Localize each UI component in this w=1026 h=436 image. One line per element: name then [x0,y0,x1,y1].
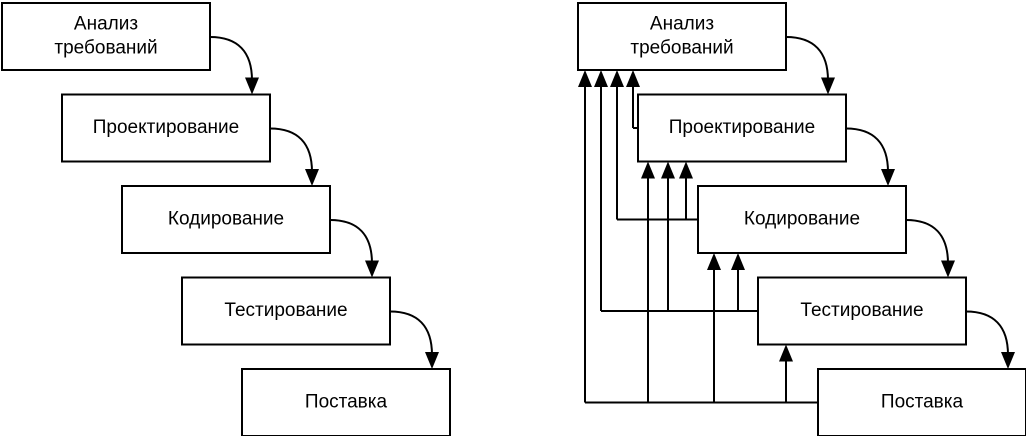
stage-label-analysis: требований [54,38,157,59]
stage-box-delivery [241,368,451,436]
stage-delivery: Поставка [241,368,451,436]
arrowhead-delivery-to-analysis [578,70,592,87]
stage-testing: Тестирование [181,276,391,346]
flow-arrow-testing-to-delivery [965,310,1015,369]
feedback-testing [594,70,758,312]
flow-line-design-to-coding [269,127,313,173]
stage-design: Проектирование [61,93,271,163]
stage-label-testing: Тестирование [800,300,923,321]
stage-box-analysis [1,2,211,71]
flow-arrow-design-to-coding [845,127,895,186]
flow-arrow-coding-to-testing [905,219,955,278]
arrowhead-testing-to-design [661,161,675,179]
stage-testing: Тестирование [757,276,967,346]
stage-box-analysis [577,2,787,71]
stage-label-analysis: требований [630,38,733,59]
stage-box-testing [181,276,391,346]
flow-line-testing-to-delivery [965,310,1009,356]
stage-box-delivery [817,368,1026,436]
flow-line-testing-to-delivery [389,310,433,356]
flow-arrow-analysis-to-design [209,36,259,95]
arrowhead-coding-to-design [679,161,693,179]
arrowhead-delivery-to-design [641,161,655,179]
arrowhead-testing-to-delivery [425,352,439,369]
arrowhead-delivery-to-testing [779,344,793,362]
arrowhead-coding-to-analysis [610,70,624,87]
stage-box-design [637,93,847,163]
feedback-delivery [578,70,818,404]
stage-label-design: Проектирование [669,117,815,138]
stage-label-coding: Кодирование [744,209,860,230]
arrowhead-coding-to-testing [365,260,379,278]
arrowhead-analysis-to-design [821,77,835,95]
waterfall-diagram: Анализ требованийПроектированиеКодировани… [1,2,451,436]
stage-box-coding [697,185,907,254]
stage-label-delivery: Поставка [305,392,388,413]
flow-arrow-testing-to-delivery [389,310,439,369]
waterfall-feedback-diagram: Анализ требованийПроектированиеКодировани… [577,2,1026,436]
flow-arrow-analysis-to-design [785,36,835,95]
flow-line-coding-to-testing [905,219,949,264]
flow-line-design-to-coding [845,127,889,173]
arrowhead-coding-to-testing [941,260,955,278]
flow-line-analysis-to-design [785,36,829,81]
stage-coding: Кодирование [121,185,331,254]
arrowhead-design-to-coding [305,169,319,186]
arrowhead-design-to-analysis [626,70,640,87]
stage-box-design [61,93,271,163]
stage-delivery: Поставка [817,368,1026,436]
feedback-coding [610,70,698,221]
stage-box-coding [121,185,331,254]
stage-label-analysis: Анализ [74,14,138,35]
arrowhead-delivery-to-coding [707,253,721,270]
stage-coding: Кодирование [697,185,907,254]
arrowhead-testing-to-analysis [594,70,608,87]
stage-design: Проектирование [637,93,847,163]
flow-arrow-coding-to-testing [329,219,379,278]
stage-box-testing [757,276,967,346]
arrowhead-design-to-coding [881,169,895,186]
flow-line-coding-to-testing [329,219,373,264]
flow-arrow-design-to-coding [269,127,319,186]
stage-label-delivery: Поставка [881,392,964,413]
arrowhead-analysis-to-design [245,77,259,95]
arrowhead-testing-to-delivery [1001,352,1015,369]
stage-analysis: Анализ требований [577,2,787,71]
flow-line-analysis-to-design [209,36,253,81]
stage-label-testing: Тестирование [224,300,347,321]
stage-label-coding: Кодирование [168,209,284,230]
stage-label-analysis: Анализ [650,14,714,35]
arrowhead-testing-to-coding [731,253,745,270]
stage-analysis: Анализ требований [1,2,211,71]
stage-label-design: Проектирование [93,117,239,138]
